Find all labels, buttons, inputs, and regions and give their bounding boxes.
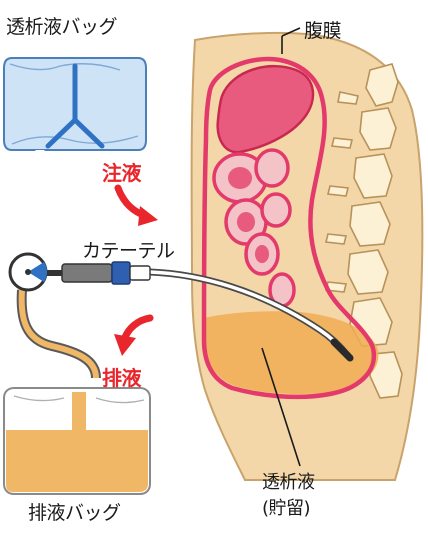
dialysate-bag-label: 透析液バッグ: [6, 12, 117, 39]
valve-wheel: [10, 254, 47, 290]
infusion-label: 注液: [102, 157, 141, 186]
dialysate-stored-label-1: 透析液: [262, 468, 315, 494]
dialysate-bag: [4, 58, 146, 150]
peritoneum-label: 腹膜: [304, 16, 341, 43]
dialysate-stored-label-2: (貯留): [262, 494, 310, 520]
catheter-connector: [46, 262, 150, 284]
drainage-label: 排液: [102, 362, 141, 391]
catheter-label: カテーテル: [82, 236, 175, 263]
drain-bag: [4, 388, 150, 494]
drain-bag-label: 排液バッグ: [28, 498, 121, 525]
